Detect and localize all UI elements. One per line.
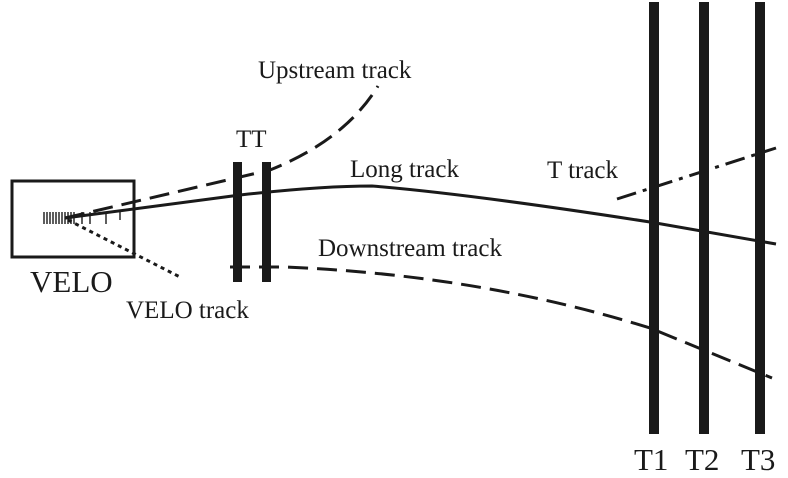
t-track-line — [616, 146, 777, 201]
upstream-track-line — [64, 85, 380, 220]
long-track-line — [64, 184, 777, 246]
tt-station-b — [262, 162, 271, 282]
downstream-track-line — [230, 265, 773, 380]
velo-detector-box — [10, 179, 136, 259]
upstream-track-label: Upstream track — [258, 57, 412, 84]
tt-label: TT — [236, 126, 267, 153]
downstream-track-label: Downstream track — [318, 235, 502, 262]
t3-label: T3 — [741, 442, 775, 477]
t1-station — [649, 2, 659, 434]
t-track-label: T track — [547, 157, 619, 184]
long-track-label: Long track — [350, 156, 459, 183]
velo-track-line — [67, 218, 183, 280]
t2-label: T2 — [685, 442, 719, 477]
t2-station — [699, 2, 709, 434]
t1-label: T1 — [634, 442, 668, 477]
velo-track-label: VELO track — [126, 297, 249, 324]
t3-station — [755, 2, 765, 434]
tt-station-a — [233, 162, 242, 282]
velo-label: VELO — [30, 264, 113, 299]
